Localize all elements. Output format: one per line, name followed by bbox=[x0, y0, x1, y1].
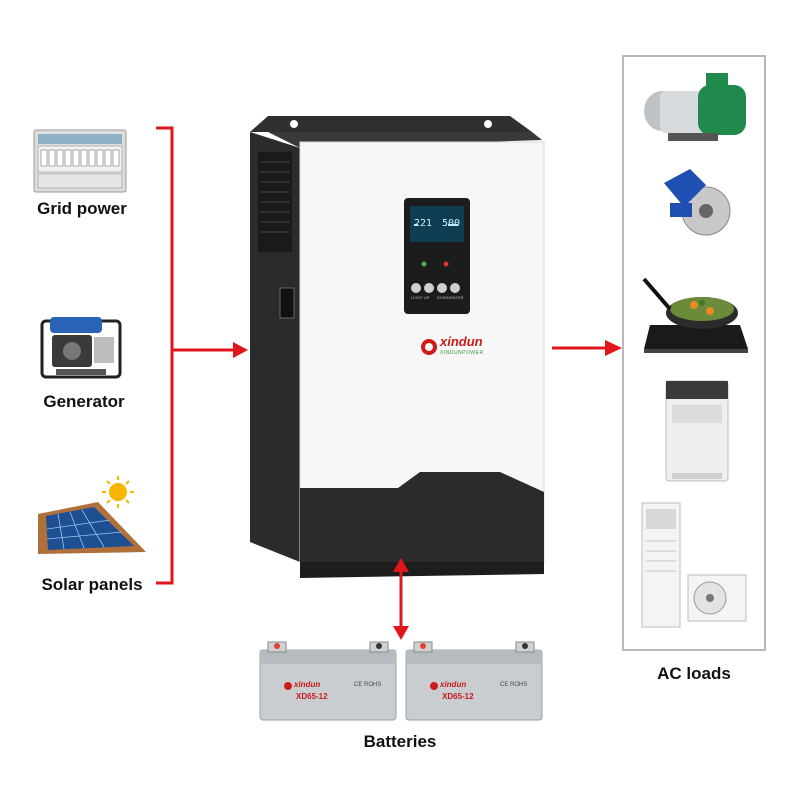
ac-loads-label: AC loads bbox=[657, 664, 731, 683]
cutter-icon bbox=[664, 169, 731, 236]
water-pump-icon bbox=[644, 73, 746, 141]
air-conditioner-icon bbox=[641, 502, 747, 628]
inverter-button-label-down: DOWN bbox=[437, 295, 450, 300]
battery-2-model: XD65-12 bbox=[442, 692, 474, 701]
battery-1: xindun XD65-12 CE ROHS bbox=[258, 640, 398, 722]
generator-label: Generator bbox=[43, 392, 125, 411]
battery-arrow bbox=[393, 558, 409, 640]
lcd-reading-right: 500 bbox=[442, 218, 461, 229]
batteries-label: Batteries bbox=[363, 732, 437, 751]
solar-source bbox=[38, 474, 150, 554]
brand-logo-icon bbox=[421, 339, 437, 355]
battery-1-model: XD65-12 bbox=[296, 692, 328, 701]
grid-power-label: Grid power bbox=[37, 199, 127, 218]
output-arrow bbox=[552, 340, 622, 356]
battery-icon bbox=[259, 641, 397, 721]
battery-icon bbox=[405, 641, 543, 721]
inverter bbox=[248, 112, 548, 590]
induction-cooker-icon bbox=[642, 277, 748, 353]
battery-1-cert: CE ROHS bbox=[354, 682, 382, 688]
inverter-button-label-light: LIGHT bbox=[411, 295, 423, 300]
solar-panels-label: Solar panels bbox=[41, 575, 143, 594]
inverter-body bbox=[250, 116, 545, 578]
lcd-reading-left: 221 bbox=[414, 218, 433, 229]
inverter-brand-name: xindun bbox=[440, 334, 483, 349]
generator-icon bbox=[40, 317, 122, 379]
input-bracket-arrow bbox=[156, 126, 248, 585]
inverter-button-label-enter: ENTER bbox=[450, 295, 464, 300]
ac-loads-box bbox=[622, 55, 766, 651]
solar-panel-icon bbox=[38, 476, 146, 554]
grid-power-source bbox=[26, 128, 136, 196]
battery-2-cert: CE ROHS bbox=[500, 682, 528, 688]
battery-2-brand: xindun bbox=[440, 680, 467, 689]
inverter-button-label-up: UP bbox=[424, 295, 430, 300]
washing-machine-icon bbox=[665, 380, 729, 482]
inverter-brand-logo: xindun XINDUNPOWER bbox=[420, 334, 510, 362]
generator-source bbox=[36, 313, 126, 383]
inverter-brand-tagline: XINDUNPOWER bbox=[440, 350, 484, 356]
battery-1-brand: xindun bbox=[294, 680, 321, 689]
distribution-box-icon bbox=[33, 129, 127, 193]
battery-2: xindun XD65-12 CE ROHS bbox=[404, 640, 544, 722]
